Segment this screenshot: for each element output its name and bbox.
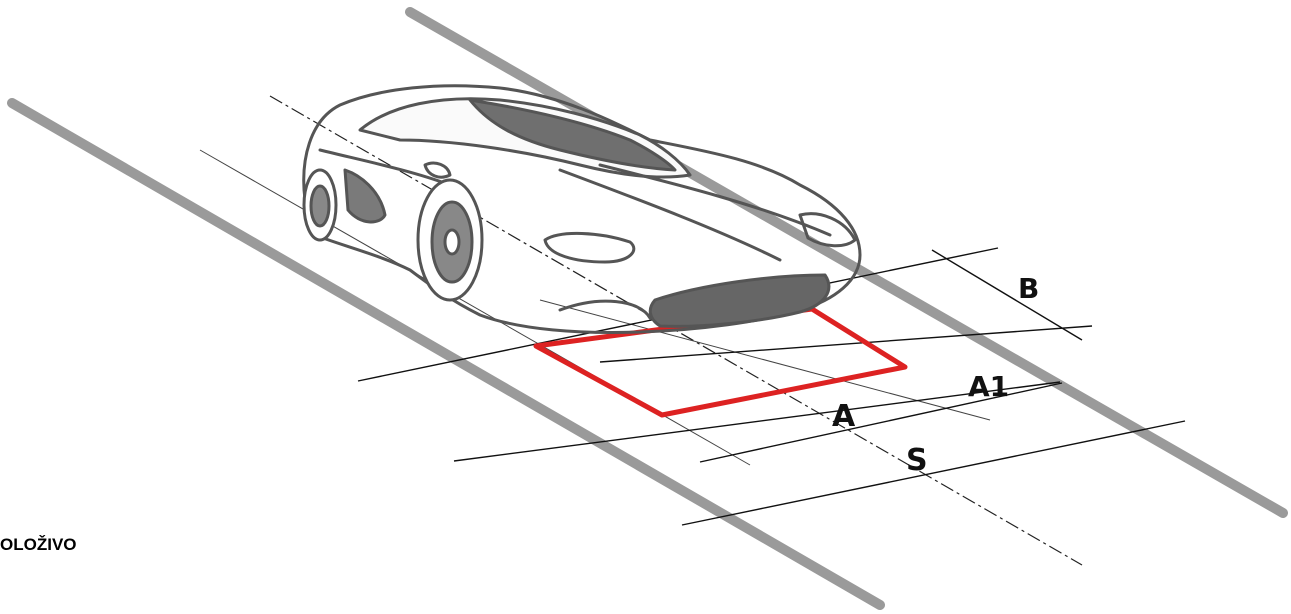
measure-line-5 — [681, 420, 1186, 526]
label-a1: A1 — [968, 370, 1009, 403]
measure-line-4 — [699, 382, 1063, 463]
rail-left — [7, 98, 885, 610]
dimension-b-line — [931, 249, 1083, 341]
car-icon — [302, 84, 862, 334]
measure-line-3 — [453, 381, 1061, 462]
measure-line-2 — [599, 325, 1093, 363]
label-b: B — [1018, 272, 1039, 305]
caption-text: OLOŽIVO — [0, 535, 77, 554]
guide-line-2 — [539, 299, 991, 421]
label-a: A — [832, 399, 856, 434]
rail-right — [405, 7, 1288, 518]
label-s: S — [906, 443, 928, 478]
